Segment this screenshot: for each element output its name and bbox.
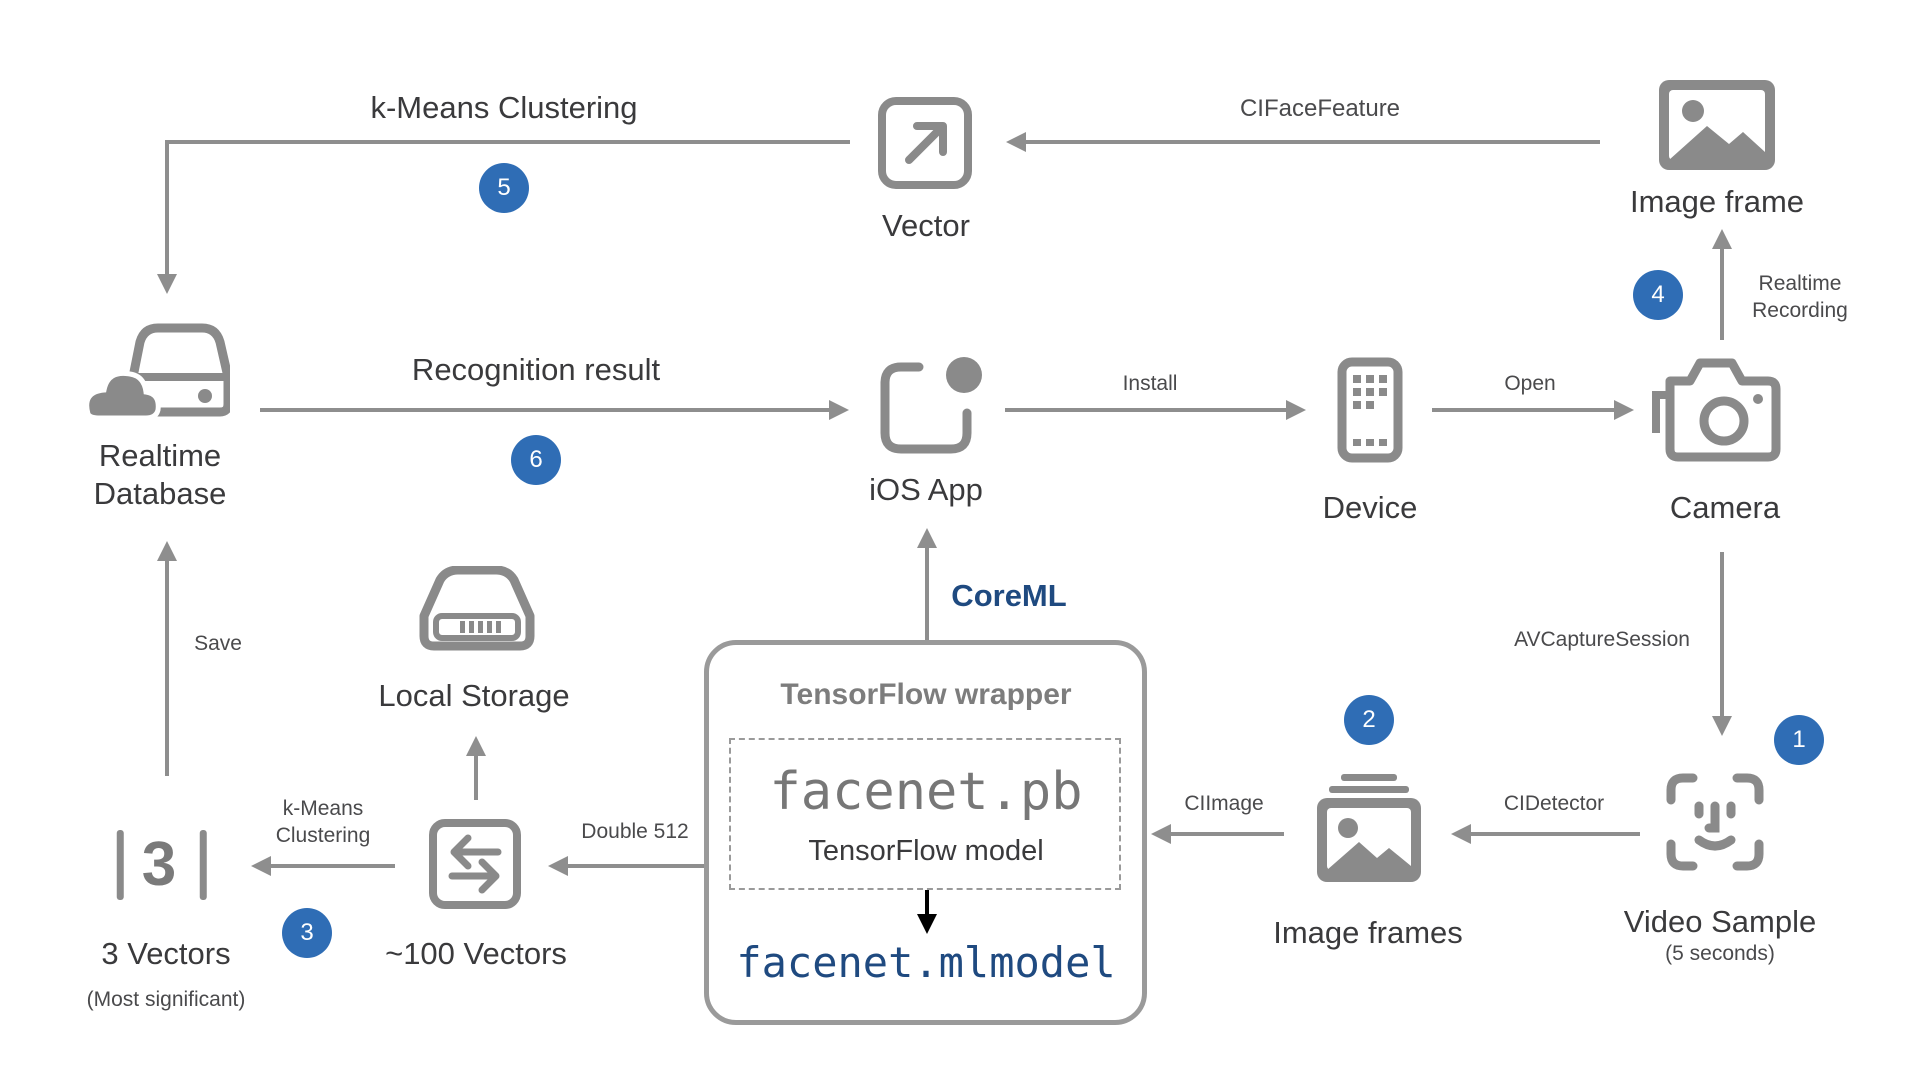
tensorflow-model-box — [729, 738, 1121, 890]
label-video-sample: Video Sample — [1623, 904, 1817, 939]
edge-label-realtime-recording: Realtime Recording — [1752, 272, 1848, 322]
ios-app-icon — [880, 357, 982, 454]
label-local-storage: Local Storage — [378, 678, 570, 713]
label-realtime-database: Realtime Database — [93, 438, 227, 511]
label-image-frame: Image frame — [1629, 184, 1805, 219]
vector-icon — [878, 97, 972, 189]
edge-label-double512: Double 512 — [581, 820, 689, 843]
camera-icon — [1652, 358, 1781, 462]
step-badge-1: 1 — [1774, 715, 1824, 765]
label-device: Device — [1322, 490, 1418, 525]
tensorflow-pb-file: facenet.pb — [769, 762, 1083, 822]
edge-kmeans-top — [157, 140, 850, 294]
edge-label-cidetector: CIDetector — [1503, 792, 1605, 815]
edge-label-recognition: Recognition result — [411, 352, 661, 387]
image-stack-icon — [1317, 774, 1421, 882]
label-three-vectors-sub: (Most significant) — [86, 988, 246, 1011]
edge-label-open: Open — [1504, 372, 1556, 395]
label-three-vectors: 3 Vectors — [101, 936, 231, 971]
edge-label-kmeans-small: k-Means Clustering — [275, 797, 371, 847]
label-video-sample-sub: (5 seconds) — [1665, 942, 1775, 965]
face-scan-icon — [1666, 773, 1764, 871]
swap-icon — [429, 819, 521, 909]
edge-label-ciface: CIFaceFeature — [1239, 95, 1401, 122]
step-badge-6: 6 — [511, 435, 561, 485]
step-badge-2: 2 — [1344, 695, 1394, 745]
tensorflow-wrapper-title: TensorFlow wrapper — [780, 678, 1072, 711]
tensorflow-wrapper-box — [704, 640, 1147, 1025]
edge-label-ciimage: CIImage — [1184, 792, 1264, 815]
label-vector: Vector — [882, 208, 970, 243]
edge-label-avcapture: AVCaptureSession — [1514, 628, 1690, 651]
step-badge-5: 5 — [479, 163, 529, 213]
edge-label-save: Save — [194, 632, 242, 655]
three-vectors-glyph: 3 — [116, 825, 208, 900]
step-badge-3: 3 — [282, 908, 332, 958]
edge-label-coreml: CoreML — [951, 578, 1067, 613]
storage-drive-icon — [419, 566, 535, 651]
three-glyph-text: 3 — [141, 830, 183, 900]
label-ios-app: iOS App — [869, 472, 983, 507]
edge-label-install: Install — [1122, 372, 1178, 395]
edge-label-kmeans-top: k-Means Clustering — [370, 90, 638, 125]
step-badge-4: 4 — [1633, 270, 1683, 320]
image-icon — [1659, 80, 1775, 170]
label-hundred-vectors: ~100 Vectors — [385, 936, 567, 971]
label-image-frames: Image frames — [1273, 915, 1463, 950]
database-cloud-icon — [84, 323, 230, 421]
phone-icon — [1337, 357, 1403, 463]
tensorflow-model-label: TensorFlow model — [808, 835, 1044, 867]
label-camera: Camera — [1669, 490, 1781, 525]
coreml-mlmodel-file: facenet.mlmodel — [736, 938, 1116, 987]
